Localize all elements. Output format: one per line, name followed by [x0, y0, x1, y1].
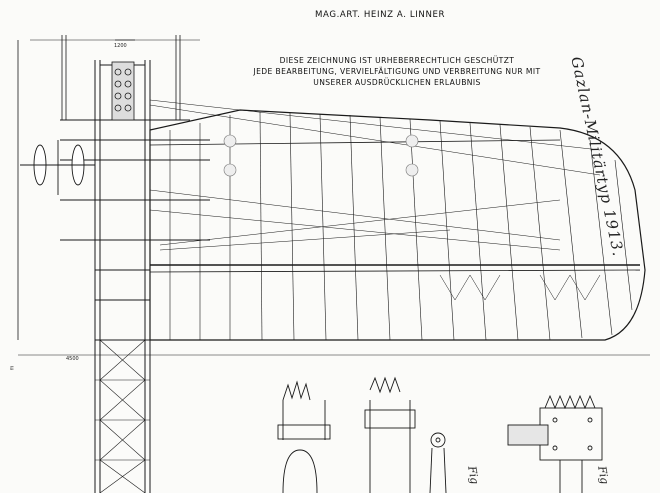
detail-figure-2 — [507, 394, 603, 493]
wing-bracing — [149, 99, 601, 301]
copyright-notice: DIESE ZEICHNUNG IST URHEBERRECHTLICH GES… — [232, 55, 562, 88]
copyright-line-1: DIESE ZEICHNUNG IST URHEBERRECHTLICH GES… — [279, 56, 515, 65]
dimension-span: 4500 — [66, 356, 79, 362]
copyright-line-2: JEDE BEARBEITUNG, VERVIELFÄLTIGUNG UND V… — [253, 67, 541, 76]
author-credit: MAG.ART. HEINZ A. LINNER — [315, 10, 446, 20]
copyright-line-3: UNSERER AUSDRÜCKLICHEN ERLAUBNIS — [313, 78, 481, 87]
dimension-top-width: 1200 — [114, 43, 127, 49]
landing-gear — [20, 140, 95, 195]
wing-spar-rear-2 — [149, 269, 641, 273]
wing-spar-front — [149, 139, 561, 146]
side-margin-mark: m — [9, 365, 16, 371]
engine — [111, 61, 135, 121]
wing-ribs — [169, 111, 633, 341]
radiators — [61, 35, 181, 120]
wing-fittings — [223, 134, 419, 177]
fuselage-frame — [60, 60, 210, 493]
fuselage-truss — [95, 339, 150, 493]
wing-outline — [149, 109, 646, 341]
detail-figure-1 — [277, 376, 447, 493]
